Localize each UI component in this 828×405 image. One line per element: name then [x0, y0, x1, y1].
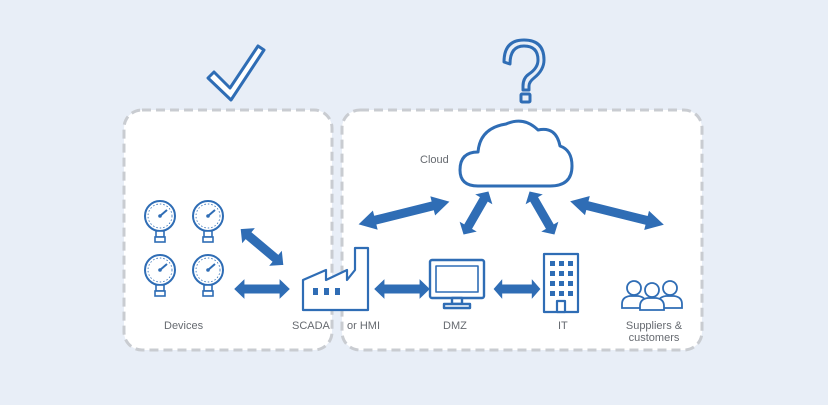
dmz-label: DMZ — [443, 320, 467, 332]
factory-icon — [301, 246, 370, 312]
people-icon — [621, 280, 683, 311]
monitor-icon — [428, 258, 486, 310]
hmi-label: or HMI — [347, 320, 380, 332]
scada-label: SCADA — [292, 320, 330, 332]
customers-label: customers — [628, 332, 680, 344]
checkmark-icon — [206, 44, 266, 102]
cloud-icon — [458, 119, 574, 188]
cloud-label: Cloud — [420, 154, 449, 166]
question-mark-icon — [502, 38, 546, 104]
suppliers-label: Suppliers & — [625, 320, 683, 332]
building-icon — [542, 252, 580, 314]
it-label: IT — [558, 320, 568, 332]
devices-label: Devices — [164, 320, 204, 332]
